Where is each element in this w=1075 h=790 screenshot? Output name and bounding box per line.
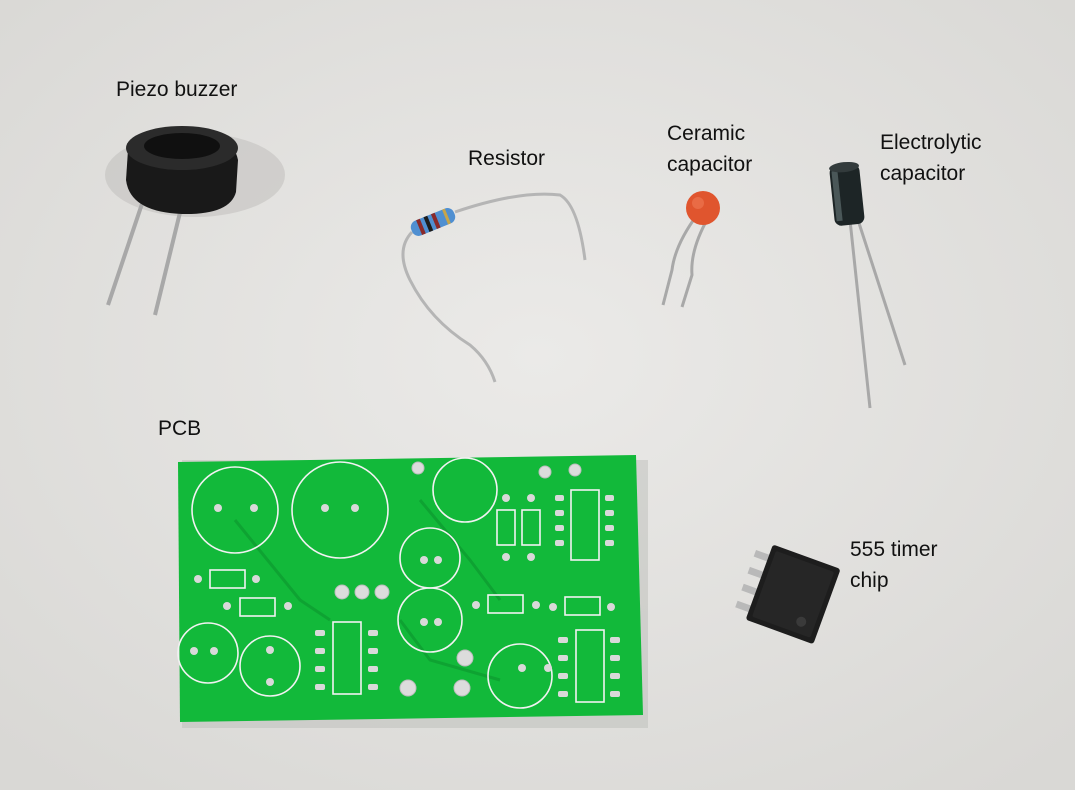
label-555-timer-chip: 555 timer chip bbox=[850, 538, 938, 592]
ceramic-capacitor bbox=[661, 191, 720, 308]
label-electrolytic-capacitor: Electrolytic capacitor bbox=[880, 131, 982, 185]
label-pcb: PCB bbox=[158, 417, 202, 440]
label-resistor: Resistor bbox=[468, 147, 546, 170]
label-piezo-buzzer: Piezo buzzer bbox=[116, 78, 238, 101]
timer-chip bbox=[735, 545, 840, 644]
pcb-board bbox=[177, 455, 648, 728]
piezo-buzzer bbox=[105, 126, 285, 316]
resistor bbox=[401, 192, 587, 383]
electrolytic-capacitor bbox=[829, 161, 907, 409]
label-ceramic-capacitor: Ceramic capacitor bbox=[667, 122, 753, 176]
